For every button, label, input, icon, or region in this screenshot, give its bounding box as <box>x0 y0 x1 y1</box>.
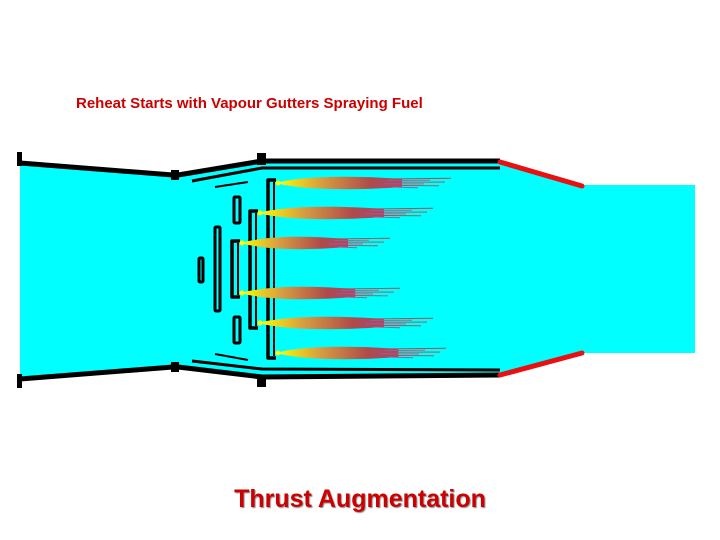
fuel-spray-nozzle <box>240 241 245 246</box>
fuel-spray-nozzle <box>276 181 281 186</box>
airflow-region <box>20 163 695 377</box>
diagram-title: Thrust Augmentation <box>0 485 720 514</box>
fuel-spray-nozzle <box>258 321 263 326</box>
fuel-spray-nozzle <box>276 351 281 356</box>
fuel-spray-nozzle <box>240 291 245 296</box>
fuel-spray-nozzle <box>258 211 263 216</box>
